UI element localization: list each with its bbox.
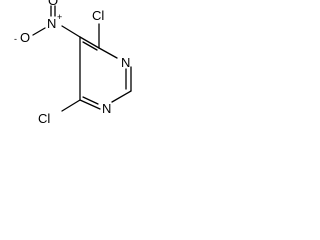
bond-nitro-o-single [32,27,46,36]
atom-labels: Cl Cl N N N + O O - [14,0,130,126]
atom-cl-top: Cl [92,8,104,23]
bond-c5-nitro [61,25,81,38]
atom-o-single: O [20,30,30,45]
charge-n-nitro: + [57,12,62,22]
bond-n1-c6 [79,99,101,110]
bond-c4-c5 [79,36,100,49]
atom-n-nitro: N [47,16,56,31]
atom-n-ring-top: N [121,55,130,70]
bond-c2-n1 [111,90,132,103]
substituents [32,5,100,112]
bond-c4-c5-inner [82,41,98,51]
atom-n-ring-bottom: N [102,101,111,116]
bond-c6-cl [61,99,81,112]
molecule-drawing: Cl Cl N N N + O O - [14,0,132,126]
charge-o-single: - [14,34,17,44]
bond-c4-n3 [98,47,118,59]
atom-o-double: O [48,0,58,8]
atom-cl-bottom: Cl [38,111,50,126]
pyrimidine-ring [79,36,132,110]
bond-n1-c6-inner [82,96,99,105]
structure-diagram: Cl Cl N N N + O O - [0,0,158,138]
